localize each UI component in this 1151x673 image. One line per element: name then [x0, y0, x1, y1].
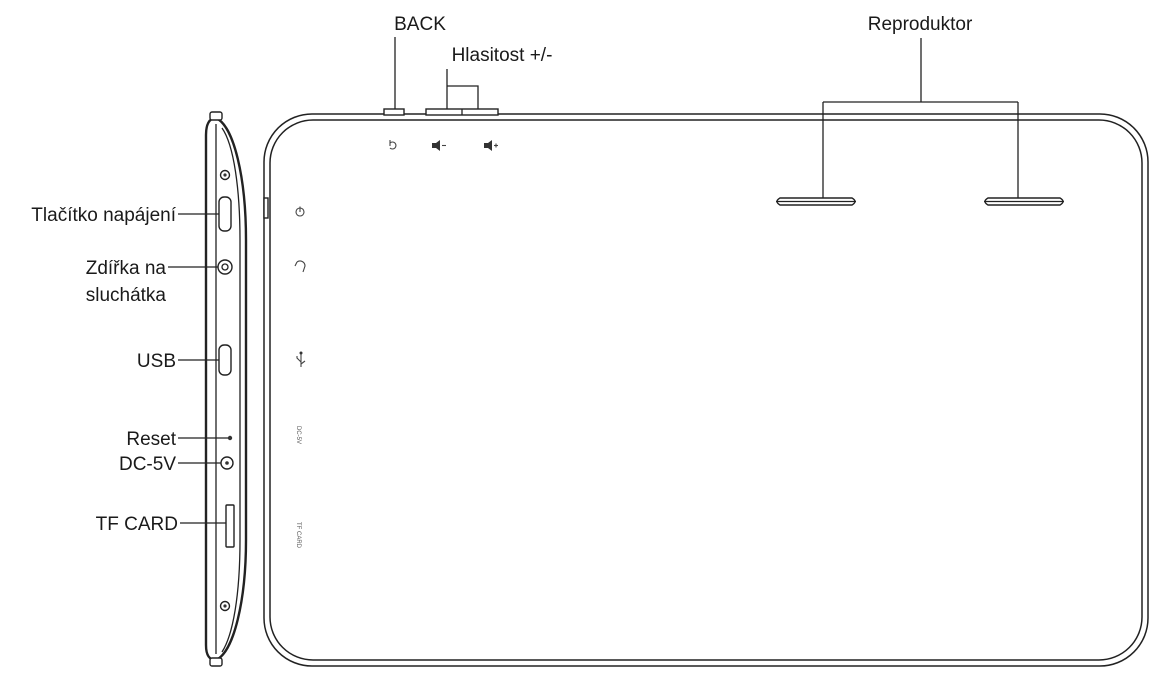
side-view-power-button	[218, 196, 232, 232]
usb-icon	[296, 351, 306, 367]
side-view-dc-jack-core	[225, 461, 229, 465]
speaker-right	[984, 197, 1064, 206]
side-view-headphone-jack-core	[221, 263, 229, 271]
side-view-bottom-screw-core	[223, 604, 227, 608]
speaker-left	[776, 197, 856, 206]
tablet-inner-edge	[269, 119, 1143, 661]
side-view-reset-hole	[227, 435, 233, 441]
volume-up-icon	[484, 140, 498, 151]
side-view-body-outline	[204, 116, 248, 662]
side-view	[204, 111, 248, 667]
side-view-bottom-cap	[209, 657, 223, 667]
label-dc: DC-5V	[119, 454, 176, 475]
side-view-tf-card-slot	[225, 504, 235, 548]
label-reset: Reset	[126, 429, 176, 450]
tf-card-marking: TF CARD	[295, 522, 301, 549]
front-left-edge-stub	[263, 197, 269, 219]
headphone-icon	[294, 260, 306, 273]
label-usb: USB	[137, 351, 176, 372]
leader-volume-bracket	[447, 85, 479, 109]
leader-lines	[168, 37, 1019, 524]
label-headphone-line2: sluchátka	[86, 285, 167, 306]
side-view-headphone-jack	[217, 259, 233, 275]
back-arrow-icon	[389, 140, 397, 150]
front-view: DC-5V TF CARD	[263, 108, 1149, 667]
label-tf-card: TF CARD	[96, 514, 178, 535]
side-view-inner-curve	[221, 127, 241, 653]
side-view-top-cap	[209, 111, 223, 121]
label-volume: Hlasitost +/-	[452, 45, 553, 66]
callout-labels: BACK Hlasitost +/- Reproduktor Tlačítko …	[31, 14, 973, 535]
label-headphone-line1: Zdířka na	[86, 258, 167, 279]
dc-in-marking: DC-5V	[295, 426, 301, 444]
label-back: BACK	[394, 14, 446, 35]
back-button-top	[383, 108, 405, 116]
side-view-top-screw-core	[223, 173, 227, 177]
volume-down-icon	[432, 140, 446, 151]
power-icon	[295, 206, 305, 217]
side-view-usb-port	[218, 344, 232, 376]
label-speaker: Reproduktor	[868, 14, 973, 35]
tablet-outer-body	[263, 113, 1149, 667]
label-power-button: Tlačítko napájení	[31, 205, 176, 226]
